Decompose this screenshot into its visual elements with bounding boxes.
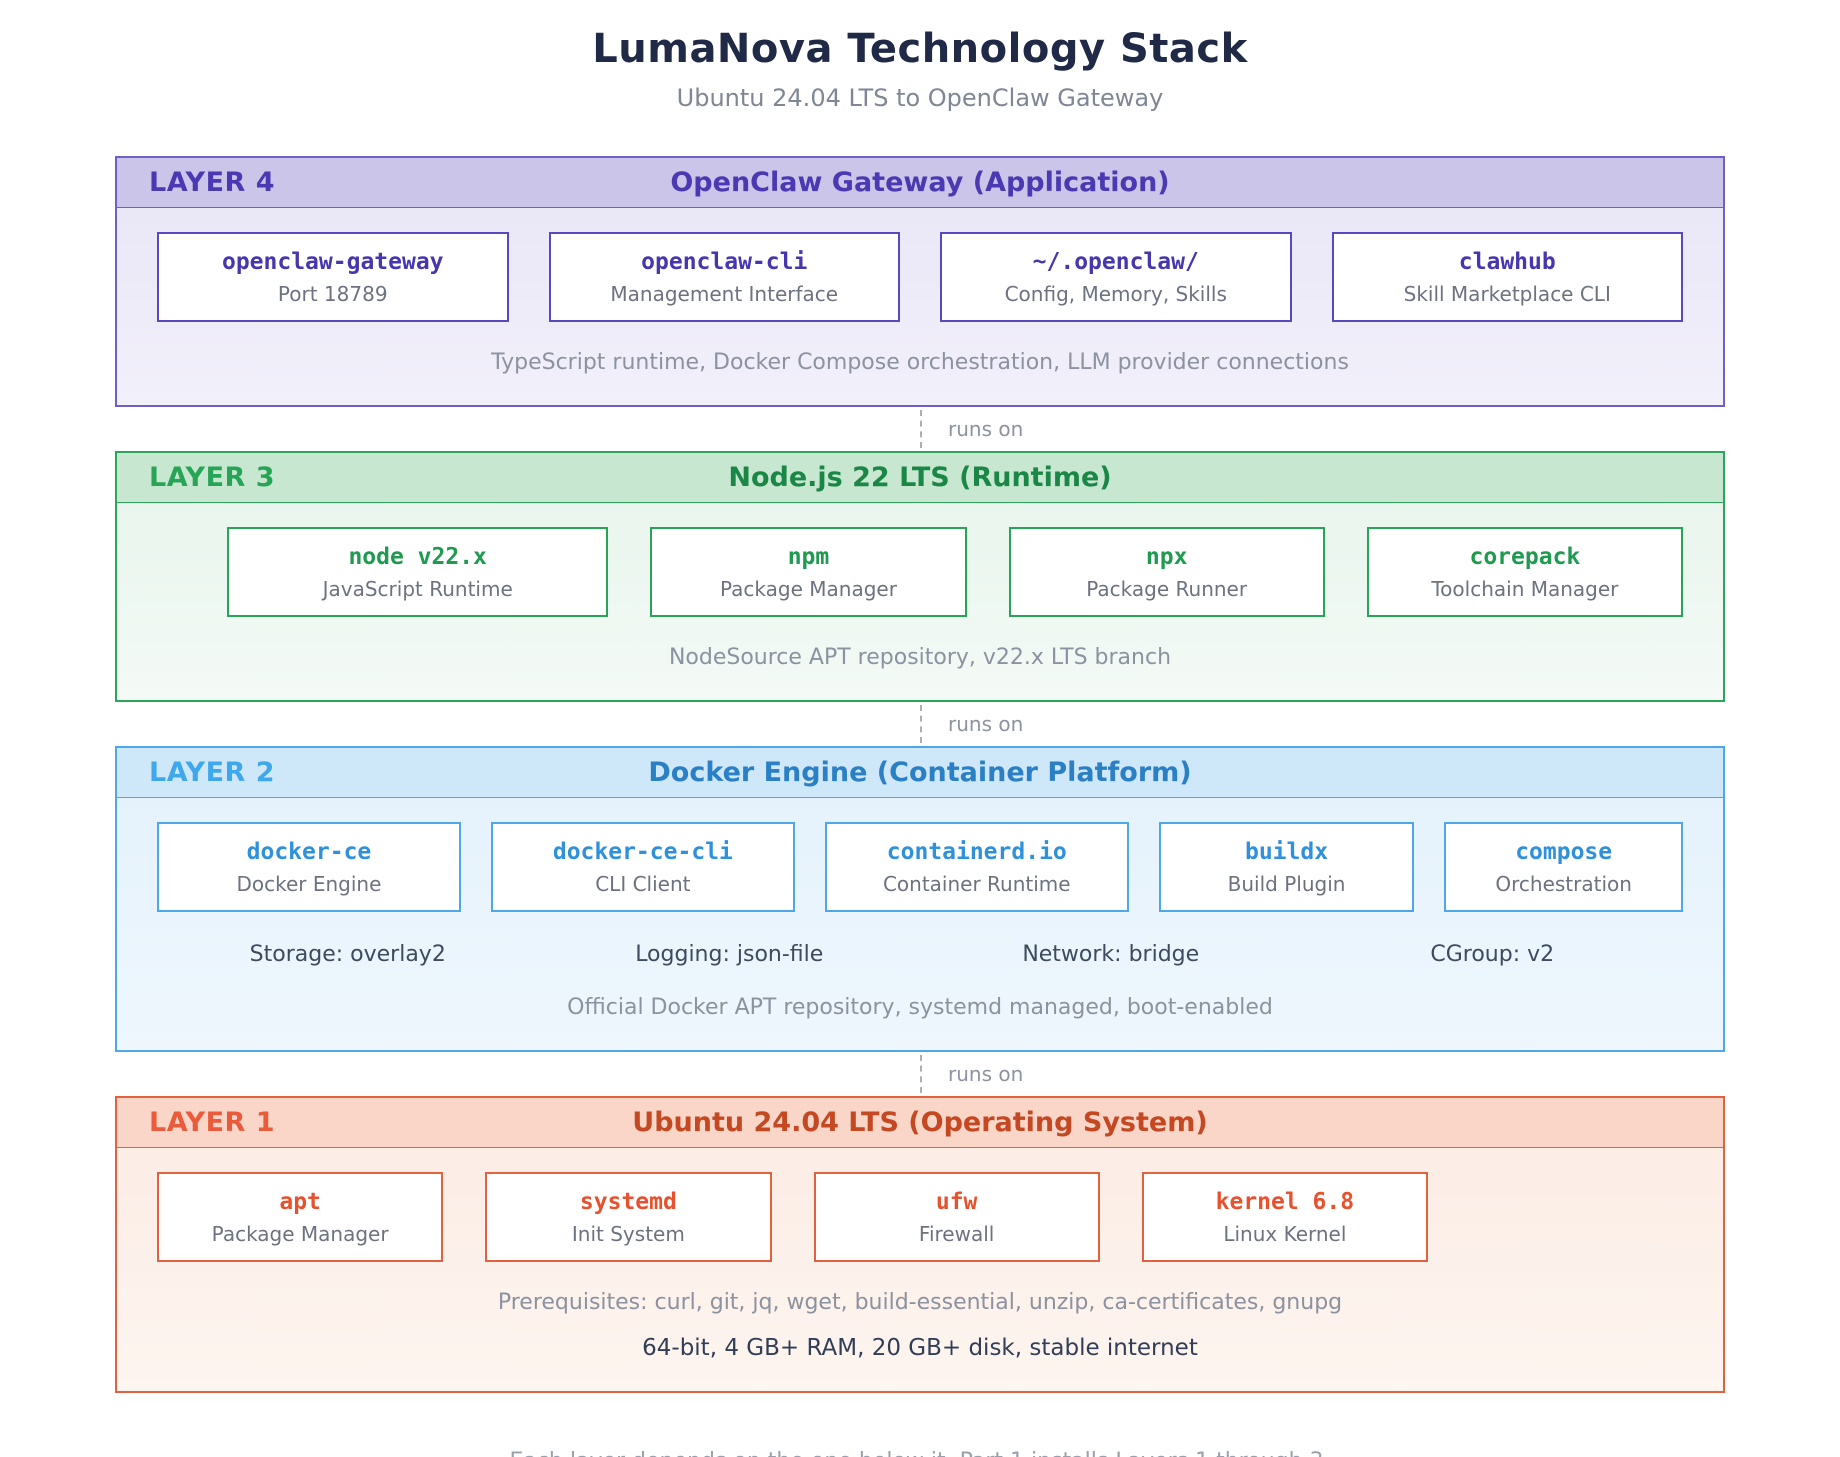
component-box: buildx Build Plugin (1158, 822, 1415, 912)
layer-3-note: NodeSource APT repository, v22.x LTS bra… (668, 645, 1172, 670)
layer-1-label: LAYER 1 (149, 1107, 275, 1138)
component-desc: Firewall (918, 1222, 995, 1246)
component-box: npx Package Runner (1008, 527, 1325, 617)
connector-label: runs on (948, 417, 1024, 441)
runs-on-connector: runs on (115, 702, 1725, 746)
component-name: node v22.x (348, 544, 487, 570)
component-box: containerd.io Container Runtime (824, 822, 1129, 912)
component-name: npm (787, 544, 830, 570)
connector-dashed-line (920, 410, 922, 448)
layer-1-requirements: 64-bit, 4 GB+ RAM, 20 GB+ disk, stable i… (642, 1335, 1198, 1361)
component-box: clawhub Skill Marketplace CLI (1331, 232, 1683, 322)
component-desc: Skill Marketplace CLI (1403, 282, 1611, 306)
component-name: openclaw-cli (641, 249, 808, 275)
layer-3-body: node v22.x JavaScript Runtime npm Packag… (117, 503, 1723, 700)
connector-dashed-line (920, 1055, 922, 1093)
layer-2-header: Docker Engine (Container Platform) LAYER… (117, 748, 1723, 798)
component-name: ufw (935, 1189, 978, 1215)
layer-2-title: Docker Engine (Container Platform) (648, 757, 1192, 788)
layer-4-label: LAYER 4 (149, 167, 275, 198)
layer-2-body: docker-ce Docker Engine docker-ce-cli CL… (117, 798, 1723, 1050)
layer-3-section: Node.js 22 LTS (Runtime) LAYER 3 node v2… (115, 451, 1725, 702)
connector-label: runs on (948, 712, 1024, 736)
layer-1-components: apt Package Manager systemd Init System … (157, 1172, 1683, 1262)
page-title: LumaNova Technology Stack (592, 26, 1248, 72)
component-name: docker-ce-cli (552, 839, 733, 865)
runs-on-connector: runs on (115, 407, 1725, 451)
layer-4-header: OpenClaw Gateway (Application) LAYER 4 (117, 158, 1723, 208)
component-desc: Port 18789 (277, 282, 388, 306)
component-desc: Linux Kernel (1223, 1222, 1347, 1246)
component-name: clawhub (1458, 249, 1556, 275)
diagram-page: LumaNova Technology Stack Ubuntu 24.04 L… (115, 0, 1725, 1457)
component-box: ufw Firewall (813, 1172, 1100, 1262)
component-desc: Build Plugin (1227, 872, 1346, 896)
component-desc: Config, Memory, Skills (1004, 282, 1227, 306)
component-desc: Package Manager (211, 1222, 389, 1246)
component-name: systemd (579, 1189, 677, 1215)
component-box: openclaw-cli Management Interface (548, 232, 900, 322)
component-name: apt (279, 1189, 321, 1215)
component-box: apt Package Manager (157, 1172, 444, 1262)
page-subtitle: Ubuntu 24.04 LTS to OpenClaw Gateway (676, 84, 1164, 112)
footer-line-1: Each layer depends on the one below it. … (115, 1445, 1725, 1457)
component-box: ~/.openclaw/ Config, Memory, Skills (940, 232, 1292, 322)
component-name: docker-ce (246, 839, 372, 865)
component-desc: Init System (571, 1222, 685, 1246)
layer-3-title: Node.js 22 LTS (Runtime) (728, 462, 1112, 493)
layer-4-section: OpenClaw Gateway (Application) LAYER 4 o… (115, 156, 1725, 407)
config-storage: Storage: overlay2 (249, 942, 446, 967)
component-desc: CLI Client (595, 872, 691, 896)
connector-dashed-line (920, 705, 922, 743)
component-box: docker-ce-cli CLI Client (490, 822, 795, 912)
layer-1-body: apt Package Manager systemd Init System … (117, 1148, 1723, 1391)
component-desc: Package Runner (1086, 577, 1248, 601)
layer-4-body: openclaw-gateway Port 18789 openclaw-cli… (117, 208, 1723, 405)
layer-2-config-row: Storage: overlay2 Logging: json-file Net… (157, 942, 1683, 967)
diagram-footer: Each layer depends on the one below it. … (115, 1445, 1725, 1457)
layer-1-title: Ubuntu 24.04 LTS (Operating System) (632, 1107, 1208, 1138)
layer-2-note: Official Docker APT repository, systemd … (567, 995, 1273, 1020)
config-logging: Logging: json-file (635, 942, 824, 967)
layer-2-components: docker-ce Docker Engine docker-ce-cli CL… (157, 822, 1683, 912)
layer-2-label: LAYER 2 (149, 757, 275, 788)
component-name: corepack (1469, 544, 1581, 570)
component-desc: Docker Engine (236, 872, 382, 896)
layer-2-section: Docker Engine (Container Platform) LAYER… (115, 746, 1725, 1052)
component-box: openclaw-gateway Port 18789 (157, 232, 509, 322)
component-name: kernel 6.8 (1215, 1189, 1355, 1215)
component-box: systemd Init System (485, 1172, 772, 1262)
component-desc: Toolchain Manager (1431, 577, 1619, 601)
layer-1-section: Ubuntu 24.04 LTS (Operating System) LAYE… (115, 1096, 1725, 1393)
layer-4-title: OpenClaw Gateway (Application) (670, 167, 1170, 198)
layer-1-header: Ubuntu 24.04 LTS (Operating System) LAYE… (117, 1098, 1723, 1148)
component-desc: JavaScript Runtime (322, 577, 513, 601)
component-box: kernel 6.8 Linux Kernel (1141, 1172, 1428, 1262)
component-box: docker-ce Docker Engine (157, 822, 461, 912)
connector-label: runs on (948, 1062, 1024, 1086)
component-box: corepack Toolchain Manager (1366, 527, 1683, 617)
runs-on-connector: runs on (115, 1052, 1725, 1096)
layer-3-components: node v22.x JavaScript Runtime npm Packag… (157, 527, 1683, 617)
component-name: ~/.openclaw/ (1032, 249, 1199, 275)
component-desc: Orchestration (1495, 872, 1632, 896)
component-box: node v22.x JavaScript Runtime (227, 527, 609, 617)
component-box: compose Orchestration (1444, 822, 1683, 912)
component-desc: Container Runtime (882, 872, 1071, 896)
layer-4-note: TypeScript runtime, Docker Compose orche… (491, 350, 1349, 375)
layer-1-note: Prerequisites: curl, git, jq, wget, buil… (497, 1290, 1343, 1315)
component-box: npm Package Manager (650, 527, 967, 617)
component-name: buildx (1244, 839, 1329, 865)
component-name: openclaw-gateway (221, 249, 444, 275)
component-desc: Package Manager (720, 577, 897, 601)
config-network: Network: bridge (1022, 942, 1200, 967)
component-desc: Management Interface (610, 282, 839, 306)
layer-4-components: openclaw-gateway Port 18789 openclaw-cli… (157, 232, 1683, 322)
component-name: containerd.io (886, 839, 1067, 865)
layer-3-header: Node.js 22 LTS (Runtime) LAYER 3 (117, 453, 1723, 503)
component-name: compose (1515, 839, 1613, 865)
config-cgroup: CGroup: v2 (1430, 942, 1555, 967)
layer-3-label: LAYER 3 (149, 462, 275, 493)
component-name: npx (1145, 544, 1188, 570)
